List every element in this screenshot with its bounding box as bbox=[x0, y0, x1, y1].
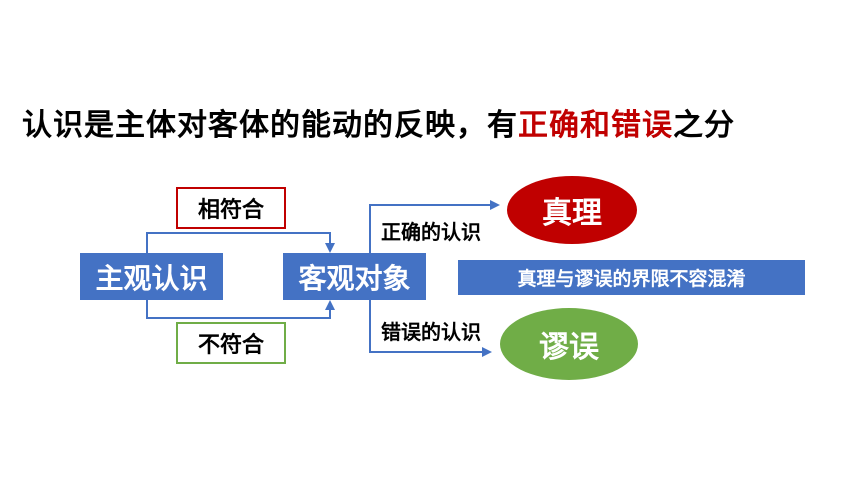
match-path bbox=[146, 232, 335, 253]
title-suffix: 之分 bbox=[673, 108, 735, 143]
title-prefix: 认识是主体对客体的能动的反映，有 bbox=[22, 108, 518, 143]
match-box: 相符合 bbox=[176, 187, 286, 229]
mismatch-box: 不符合 bbox=[176, 322, 286, 364]
error-branch-arrow bbox=[369, 277, 492, 357]
boundary-note-box: 真理与谬误的界限不容混淆 bbox=[458, 260, 805, 295]
fallacy-ellipse: 谬误 bbox=[500, 308, 638, 380]
mismatch-path bbox=[146, 300, 335, 319]
error-cognition-label: 错误的认识 bbox=[381, 320, 481, 344]
correct-cognition-label: 正确的认识 bbox=[381, 220, 481, 244]
truth-ellipse: 真理 bbox=[507, 176, 637, 244]
page-title: 认识是主体对客体的能动的反映，有正确和错误之分 bbox=[22, 100, 735, 144]
subject-box: 主观认识 bbox=[80, 253, 223, 300]
object-box: 客观对象 bbox=[283, 253, 426, 300]
title-highlight: 正确和错误 bbox=[518, 108, 673, 143]
